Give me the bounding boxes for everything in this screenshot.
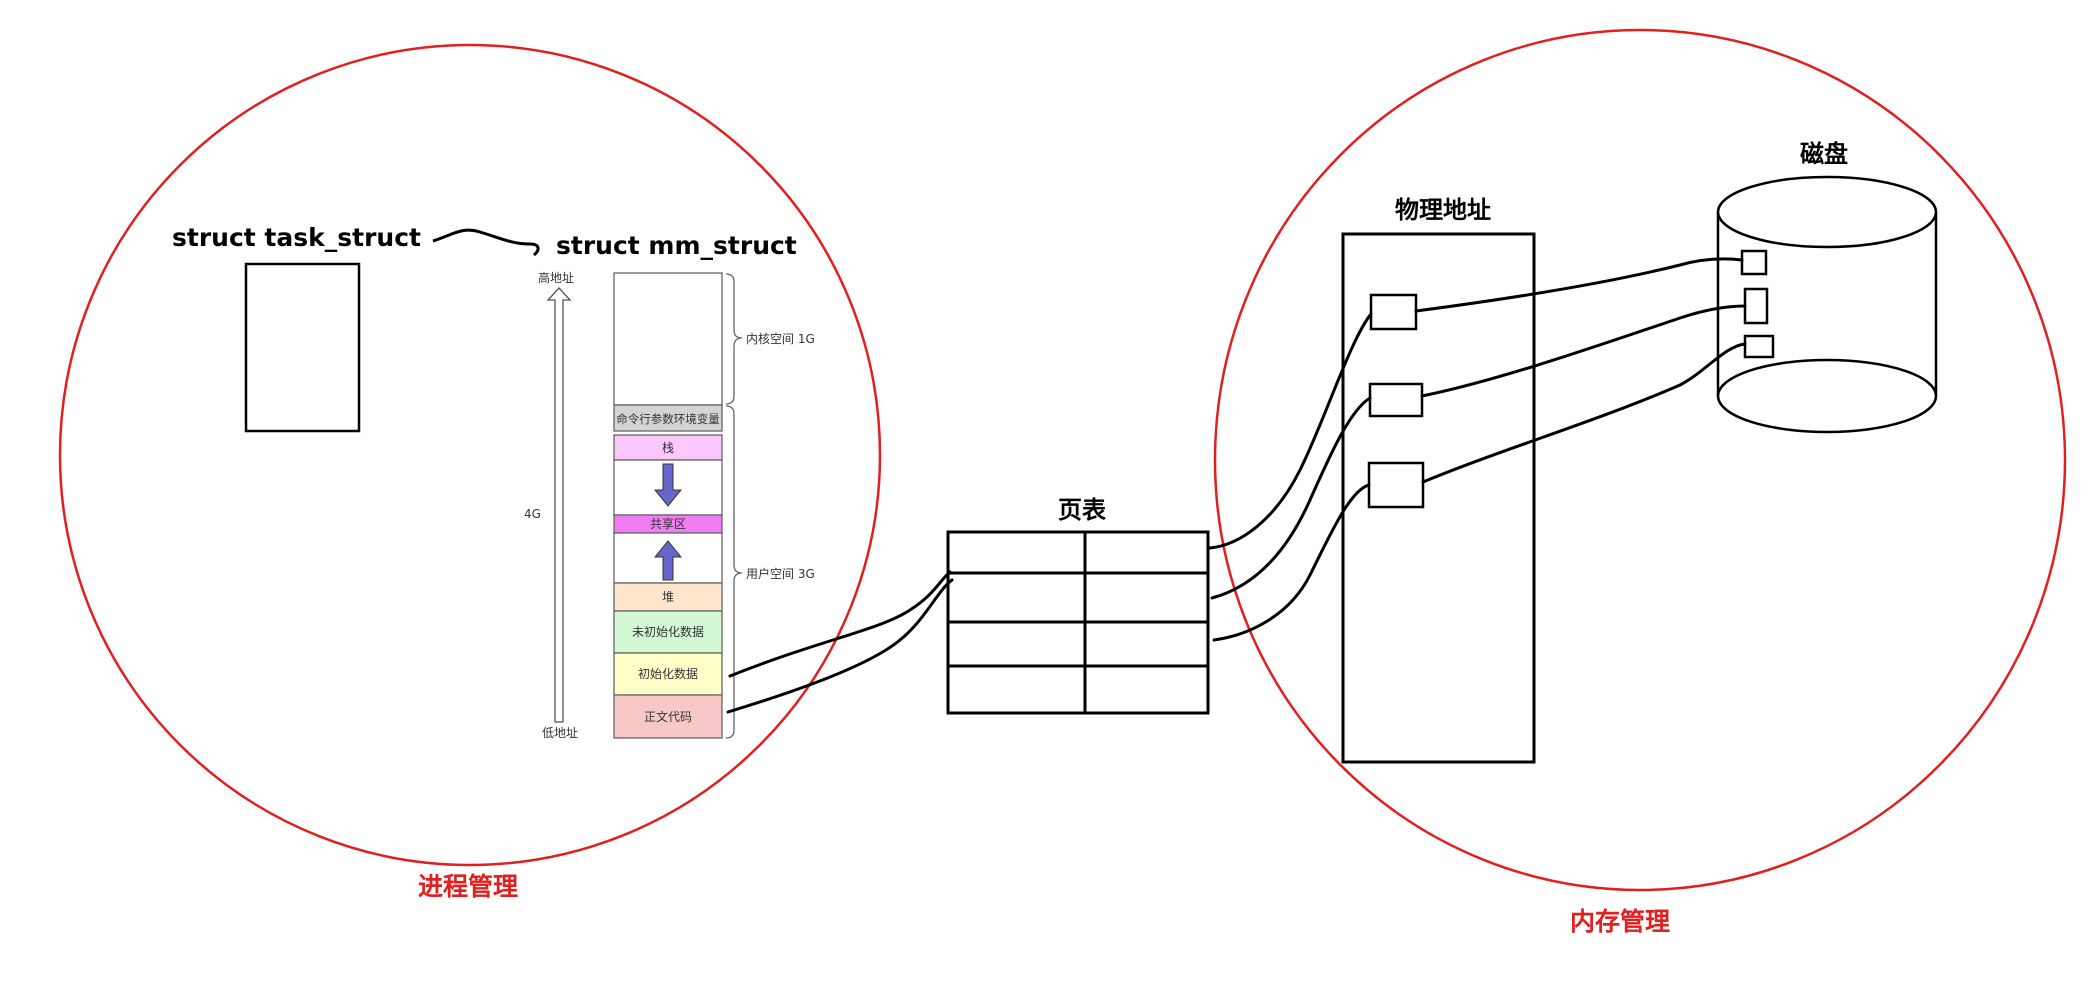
segment-7 [613, 652, 723, 696]
segment-label-5: 堆 [662, 590, 674, 604]
kernel-space-label: 内核空间 1G [746, 332, 815, 346]
kernel-space-brace [725, 273, 743, 405]
page-table [946, 530, 1210, 715]
mapping-lines [726, 257, 1747, 714]
stack-grow-arrow [653, 463, 683, 507]
disk-block-2 [1743, 287, 1769, 325]
segment-label-0: 命令行参数环境变量 [616, 412, 720, 426]
heap-grow-arrow [653, 540, 683, 581]
user-space-brace [725, 405, 743, 739]
mm-struct-label: struct mm_struct [556, 231, 797, 260]
segment-label-6: 未初始化数据 [632, 624, 704, 639]
line-page-table-to-phys-2 [1210, 396, 1372, 600]
task-to-mm-link [432, 228, 540, 257]
line-page-table-to-phys-3 [1212, 483, 1371, 642]
memory-management-circle [1213, 28, 2067, 892]
physical-memory-label: 物理地址 [1395, 196, 1491, 224]
segment-label-3: 共享区 [650, 516, 686, 531]
segment-5 [613, 582, 723, 612]
line-code-to-page-table [726, 578, 954, 714]
line-init-data-to-page-table [728, 570, 952, 678]
page-table-label: 页表 [1058, 496, 1107, 524]
line-phys-2-to-disk [1420, 304, 1747, 398]
segment-label-8: 正文代码 [644, 709, 692, 724]
kernel-space-segment [613, 272, 723, 406]
user-space-label: 用户空间 3G [746, 566, 815, 581]
line-phys-1-to-disk [1414, 257, 1744, 313]
disk-label: 磁盘 [1800, 140, 1848, 168]
disk-block-1 [1740, 249, 1768, 276]
segment-8 [613, 694, 723, 739]
disk-block-3 [1743, 334, 1775, 359]
segment-label-1: 栈 [662, 440, 674, 455]
physical-page-3 [1367, 461, 1425, 509]
high-address-label: 高地址 [538, 270, 574, 285]
physical-page-1 [1369, 293, 1418, 331]
segment-0 [613, 404, 723, 432]
disk-cylinder [1716, 175, 1938, 434]
low-address-label: 低地址 [542, 726, 578, 740]
physical-page-2 [1368, 382, 1424, 418]
address-space-column: 命令行参数环境变量 栈 共享区 堆 未初始化数据 初始化数据 正文代码 [613, 272, 723, 739]
task-struct-box [244, 262, 361, 433]
task-struct-label: struct task_struct [172, 223, 421, 252]
process-management-label: 进程管理 [418, 872, 518, 901]
total-size-label: 4G [524, 507, 541, 521]
process-management-circle [58, 43, 882, 867]
memory-management-label: 内存管理 [1570, 907, 1670, 936]
line-page-table-to-phys-1 [1208, 312, 1373, 550]
address-arrow [546, 287, 572, 723]
line-phys-3-to-disk [1421, 342, 1747, 484]
segment-label-7: 初始化数据 [638, 666, 698, 681]
